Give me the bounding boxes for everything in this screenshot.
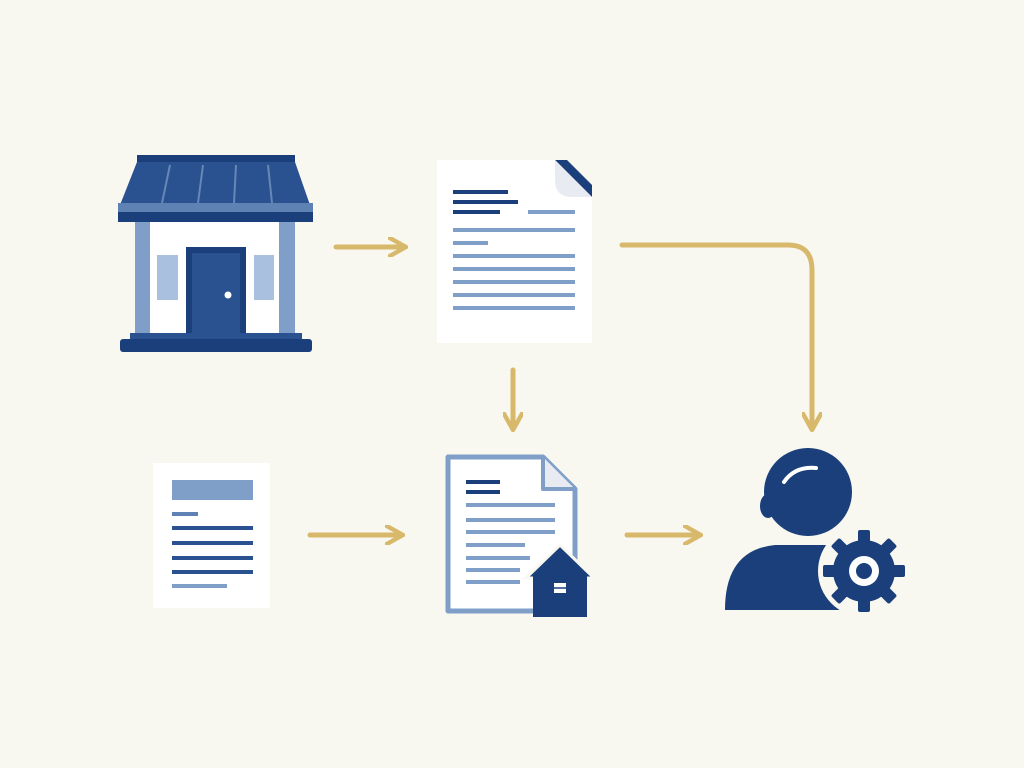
storefront-icon [118,155,313,352]
document-icon [153,463,270,608]
document-icon [437,160,592,343]
user-settings-icon [725,448,910,617]
gear-icon [823,530,905,612]
elbow-arrow-connector [619,242,812,424]
house-icon [522,542,598,617]
document-house-icon [445,454,598,617]
